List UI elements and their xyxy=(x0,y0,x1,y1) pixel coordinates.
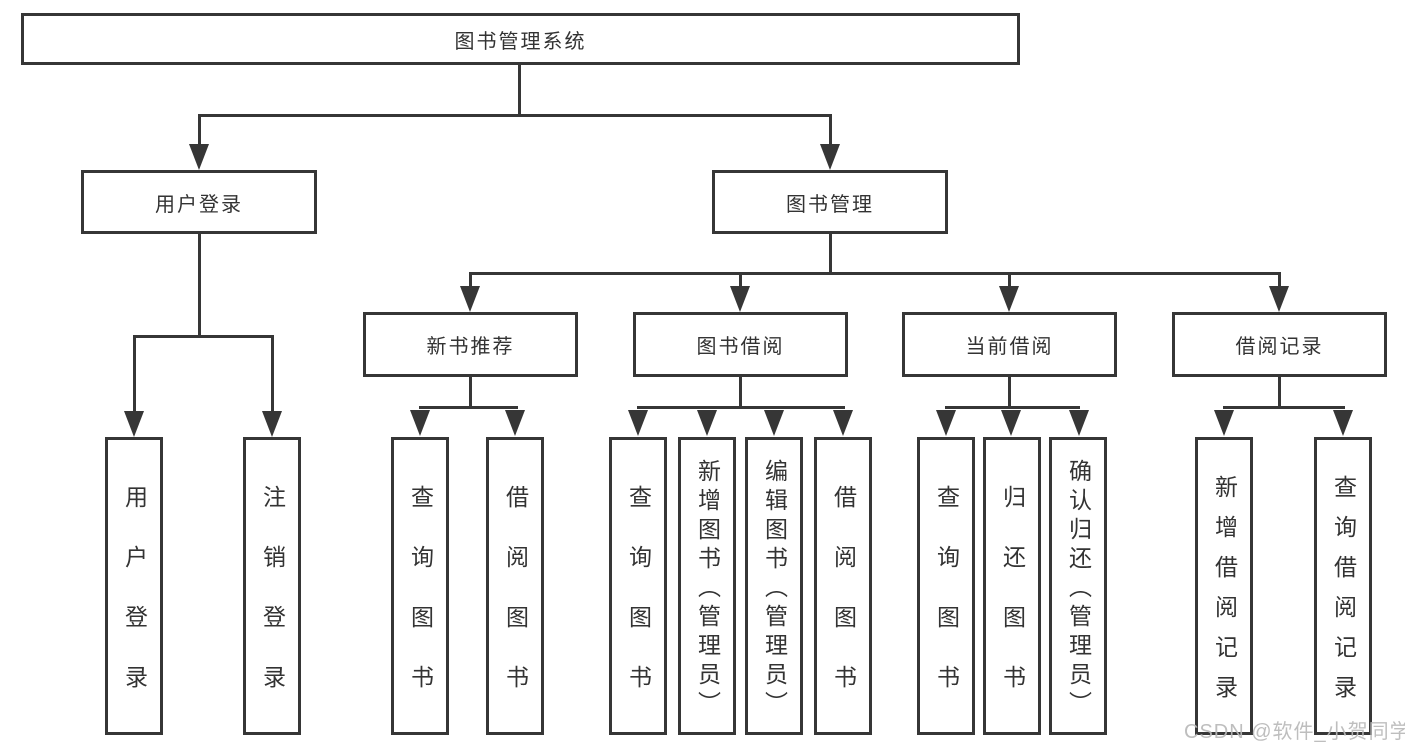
leaf-current-query-books-label: 查询图书 xyxy=(933,484,960,725)
connector-bookmgmt-vline xyxy=(829,233,832,274)
arrowhead-to-newrec-borrow xyxy=(505,410,525,436)
leaf-current-query-books: 查询图书 xyxy=(917,437,975,735)
connector-userlogin-hline xyxy=(133,335,274,338)
arrowhead-to-borrowing-edit xyxy=(764,410,784,436)
connector-bookmgmt-hline xyxy=(469,272,1281,275)
connector-root-hline xyxy=(198,114,832,117)
node-borrow-records: 借阅记录 xyxy=(1172,312,1387,377)
node-book-management: 图书管理 xyxy=(712,170,948,234)
node-user-login: 用户登录 xyxy=(81,170,317,234)
leaf-current-return-books: 归还图书 xyxy=(983,437,1041,735)
connector-bookmgmt-stem-1 xyxy=(469,274,472,288)
node-user-login-label: 用户登录 xyxy=(155,193,243,216)
arrowhead-to-current-return xyxy=(1001,410,1021,436)
arrowhead-to-borrowing-borrow xyxy=(833,410,853,436)
connector-newrec-vline xyxy=(469,377,472,408)
leaf-borrowing-edit-books-admin-label: 编辑图书（管理员） xyxy=(761,458,788,720)
arrowhead-to-borrowing-query xyxy=(628,410,648,436)
leaf-logout: 注销登录 xyxy=(243,437,301,735)
arrowhead-to-borrow-records xyxy=(1269,286,1289,312)
connector-current-vline xyxy=(1008,377,1011,408)
leaf-borrowing-borrow-books-label: 借阅图书 xyxy=(830,484,857,725)
node-new-book-recommend-label: 新书推荐 xyxy=(426,336,515,358)
arrowhead-to-leaf-user-login xyxy=(124,411,144,437)
csdn-watermark: CSDN @软件_小贺同学 xyxy=(1184,721,1405,743)
arrowhead-to-current-query xyxy=(936,410,956,436)
arrowhead-to-user-login xyxy=(189,144,209,170)
arrowhead-to-records-query xyxy=(1333,410,1353,436)
arrowhead-to-borrowing-add xyxy=(697,410,717,436)
leaf-borrowing-edit-books-admin: 编辑图书（管理员） xyxy=(745,437,803,735)
node-book-management-label: 图书管理 xyxy=(786,193,874,216)
leaf-current-confirm-return-admin-label: 确认归还（管理员） xyxy=(1065,458,1092,720)
connector-records-hline xyxy=(1223,406,1345,409)
leaf-borrowing-add-books-admin-label: 新增图书（管理员） xyxy=(694,458,721,720)
connector-bookmgmt-stem-3 xyxy=(1008,274,1011,288)
leaf-newrec-query-books-label: 查询图书 xyxy=(407,484,434,725)
arrowhead-to-current-confirm xyxy=(1069,410,1089,436)
arrowhead-to-newrec-query xyxy=(410,410,430,436)
connector-root-vline xyxy=(518,65,521,117)
connector-newrec-hline xyxy=(419,406,518,409)
leaf-current-confirm-return-admin: 确认归还（管理员） xyxy=(1049,437,1107,735)
arrowhead-to-records-add xyxy=(1214,410,1234,436)
leaf-newrec-borrow-books-label: 借阅图书 xyxy=(502,484,529,725)
connector-root-stem-left xyxy=(198,116,201,146)
leaf-current-return-books-label: 归还图书 xyxy=(999,484,1026,725)
leaf-user-login-label: 用户登录 xyxy=(121,484,148,725)
node-current-borrowing: 当前借阅 xyxy=(902,312,1117,377)
arrowhead-to-new-book-recommend xyxy=(460,286,480,312)
leaf-user-login: 用户登录 xyxy=(105,437,163,735)
leaf-records-query-record: 查询借阅记录 xyxy=(1314,437,1372,735)
node-book-borrowing-label: 图书借阅 xyxy=(696,336,785,358)
connector-userlogin-vline xyxy=(198,233,201,337)
leaf-records-add-record: 新增借阅记录 xyxy=(1195,437,1253,735)
connector-records-vline xyxy=(1278,377,1281,408)
leaf-borrowing-query-books-label: 查询图书 xyxy=(625,484,652,725)
connector-userlogin-stem-2 xyxy=(271,337,274,413)
leaf-newrec-borrow-books: 借阅图书 xyxy=(486,437,544,735)
leaf-records-add-record-label: 新增借阅记录 xyxy=(1211,474,1238,715)
connector-root-stem-right xyxy=(829,116,832,146)
connector-bookmgmt-stem-4 xyxy=(1278,274,1281,288)
leaf-logout-label: 注销登录 xyxy=(259,484,286,725)
node-library-system: 图书管理系统 xyxy=(21,13,1020,65)
arrowhead-to-leaf-logout xyxy=(262,411,282,437)
leaf-newrec-query-books: 查询图书 xyxy=(391,437,449,735)
node-library-system-label: 图书管理系统 xyxy=(454,30,587,53)
node-book-borrowing: 图书借阅 xyxy=(633,312,848,377)
leaf-records-query-record-label: 查询借阅记录 xyxy=(1330,474,1357,715)
arrowhead-to-current-borrowing xyxy=(999,286,1019,312)
node-borrow-records-label: 借阅记录 xyxy=(1235,336,1324,358)
connector-current-hline xyxy=(945,406,1080,409)
connector-borrowing-vline xyxy=(739,377,742,408)
leaf-borrowing-add-books-admin: 新增图书（管理员） xyxy=(678,437,736,735)
connector-userlogin-stem-1 xyxy=(133,337,136,413)
node-new-book-recommend: 新书推荐 xyxy=(363,312,578,377)
arrowhead-to-book-management xyxy=(820,144,840,170)
node-current-borrowing-label: 当前借阅 xyxy=(965,336,1054,358)
arrowhead-to-book-borrowing xyxy=(730,286,750,312)
connector-borrowing-hline xyxy=(637,406,845,409)
leaf-borrowing-query-books: 查询图书 xyxy=(609,437,667,735)
connector-bookmgmt-stem-2 xyxy=(739,274,742,288)
leaf-borrowing-borrow-books: 借阅图书 xyxy=(814,437,872,735)
